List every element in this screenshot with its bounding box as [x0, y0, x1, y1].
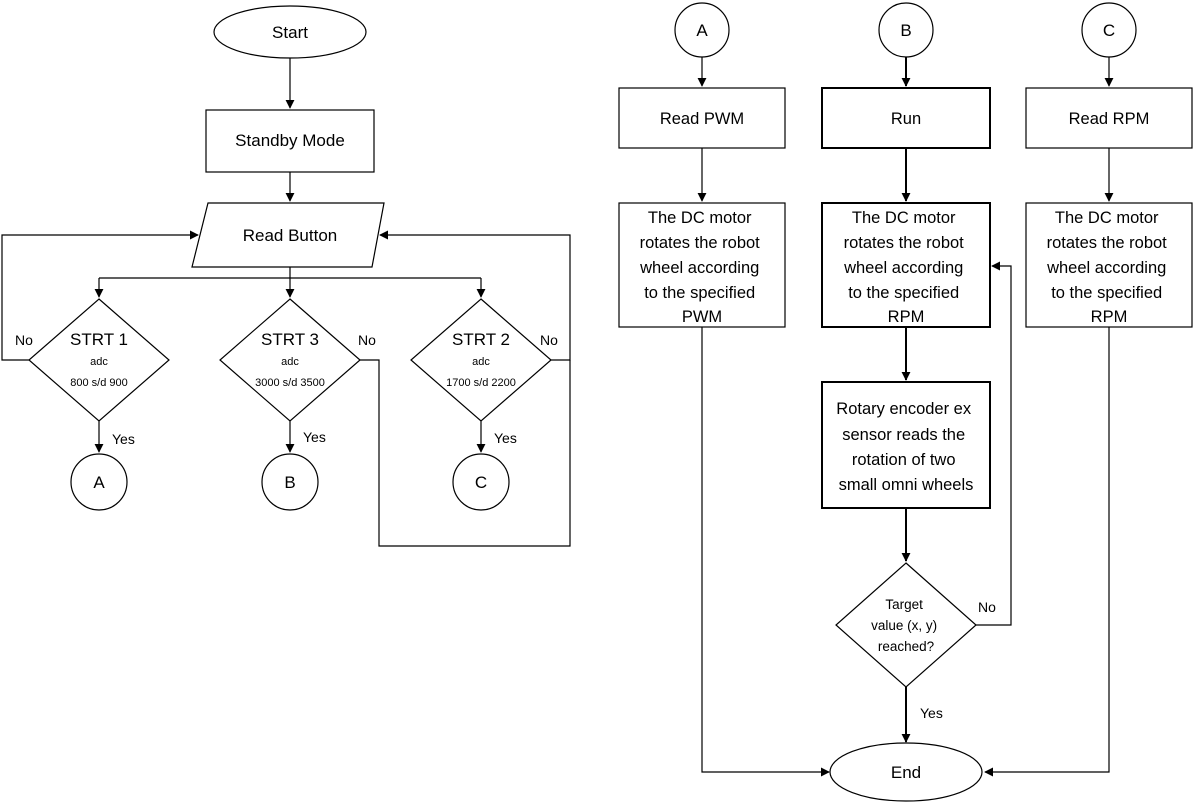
- connector-b-left-label: B: [284, 473, 295, 492]
- connector-b-right-label: B: [900, 21, 911, 40]
- read-button-label: Read Button: [243, 226, 338, 245]
- motor-rpm-c-line-1: The DC motor: [1055, 209, 1159, 227]
- motor-rpm-c-line-2: rotates the robot: [1047, 234, 1168, 252]
- motor-pwm-line-5: PWM: [682, 308, 722, 326]
- decision-strt3-title: STRT 3: [261, 330, 319, 349]
- decision-strt3-range: 3000 s/d 3500: [255, 377, 325, 389]
- arrow-strt1-no-loop: [1, 230, 199, 361]
- motor-rpm-b-line-5: RPM: [888, 308, 925, 326]
- arrow-strt3-no-path: [360, 359, 571, 547]
- motor-pwm-line-1: The DC motor: [648, 209, 752, 227]
- arrow-target-no-loop: [976, 261, 1012, 626]
- decision-strt2-range: 1700 s/d 2200: [446, 377, 516, 389]
- decision-strt2-title: STRT 2: [452, 330, 510, 349]
- motor-rpm-c-box: [1025, 202, 1193, 328]
- connector-a-left: [70, 453, 128, 511]
- decision-strt2-sub: adc: [472, 356, 490, 368]
- motor-rpm-b-line-4: to the specified: [848, 284, 959, 302]
- connector-c-right-label: C: [1103, 21, 1115, 40]
- motor-pwm-line-4: to the specified: [644, 284, 755, 302]
- read-button-io: [191, 202, 385, 268]
- strt3-yes-label: Yes: [303, 429, 326, 445]
- target-line-2: value (x, y): [871, 618, 937, 633]
- read-pwm-label: Read PWM: [660, 110, 744, 128]
- motor-rpm-b-box: [821, 202, 991, 328]
- target-line-3: reached?: [878, 639, 934, 654]
- target-line-1: Target: [885, 597, 923, 612]
- connector-c-left: [452, 453, 510, 511]
- arrow-strt2-no-loop: [379, 230, 571, 361]
- decision-strt1-range: 800 s/d 900: [70, 377, 128, 389]
- motor-pwm-box: [618, 202, 786, 328]
- connector-a-left-label: A: [93, 473, 105, 492]
- motor-rpm-b-line-1: The DC motor: [852, 209, 956, 227]
- run-label: Run: [891, 110, 921, 128]
- encoder-box: [821, 381, 991, 509]
- motor-rpm-b-line-3: wheel according: [843, 259, 963, 277]
- strt2-yes-label: Yes: [494, 430, 517, 446]
- end-label: End: [891, 763, 921, 782]
- motor-rpm-c-line-4: to the specified: [1051, 284, 1162, 302]
- standby-mode-label: Standby Mode: [235, 131, 345, 150]
- decision-strt1-sub: adc: [90, 356, 108, 368]
- motor-rpm-c-line-3: wheel according: [1046, 259, 1166, 277]
- decision-strt1-title: STRT 1: [70, 330, 128, 349]
- read-rpm-box: [1025, 87, 1193, 149]
- strt2-no-label: No: [540, 332, 558, 348]
- decision-strt3-sub: adc: [281, 356, 299, 368]
- start-label: Start: [272, 23, 308, 42]
- encoder-line-2: sensor reads the: [842, 426, 965, 444]
- motor-pwm-line-3: wheel according: [639, 259, 759, 277]
- standby-mode-box: [205, 109, 375, 173]
- motor-pwm-line-2: rotates the robot: [640, 234, 761, 252]
- motor-rpm-b-text: The DC motor rotates the robot wheel acc…: [843, 209, 968, 326]
- end-terminator: [829, 742, 983, 802]
- encoder-line-4: small omni wheels: [839, 476, 974, 494]
- target-yes-label: Yes: [920, 705, 943, 721]
- target-text: Target value (x, y) reached?: [871, 597, 941, 654]
- motor-rpm-c-text: The DC motor rotates the robot wheel acc…: [1046, 209, 1171, 326]
- encoder-text: Rotary encoder ex sensor reads the rotat…: [836, 400, 975, 494]
- read-pwm-box: [618, 87, 786, 149]
- motor-pwm-text: The DC motor rotates the robot wheel acc…: [639, 209, 764, 326]
- motor-rpm-b-line-2: rotates the robot: [844, 234, 965, 252]
- read-rpm-label: Read RPM: [1069, 110, 1150, 128]
- connector-b-left: [261, 453, 319, 511]
- connector-c-left-label: C: [475, 473, 487, 492]
- encoder-line-1: Rotary encoder ex: [836, 400, 972, 418]
- strt3-no-label: No: [358, 332, 376, 348]
- arrow-motorpwm-end: [701, 327, 830, 777]
- arrow-motorrpm-end: [984, 327, 1110, 777]
- target-no-label: No: [978, 599, 996, 615]
- strt1-no-label: No: [15, 332, 33, 348]
- motor-rpm-c-line-5: RPM: [1091, 308, 1128, 326]
- encoder-line-3: rotation of two: [852, 451, 956, 469]
- strt1-yes-label: Yes: [112, 431, 135, 447]
- connector-a-right-label: A: [696, 21, 708, 40]
